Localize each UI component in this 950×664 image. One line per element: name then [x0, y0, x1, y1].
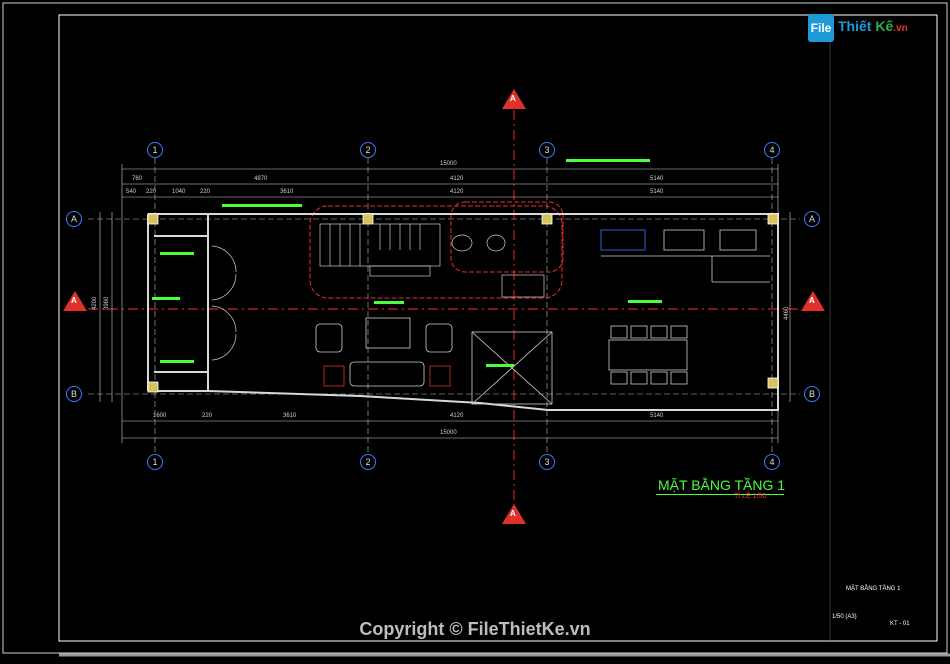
kitchen-counter	[600, 229, 770, 283]
wc-fixtures	[451, 234, 545, 298]
staircase	[319, 223, 441, 277]
grid-bubble-top-2: 2	[360, 142, 376, 158]
dim-left-0: 4200	[92, 296, 98, 310]
section-marker-left: A	[63, 291, 87, 311]
titleblock-scale: 1/50 (A3)	[832, 614, 857, 620]
plan-title: MẶT BẰNG TẦNG 1	[658, 477, 786, 493]
dining-set	[608, 325, 688, 385]
room-labels	[152, 159, 662, 367]
dim-top-row2-6: 5140	[650, 189, 664, 195]
sheet-frame-inner	[58, 14, 938, 642]
building-walls	[147, 213, 779, 411]
light-well	[471, 331, 553, 405]
grid-bubble-bottom-1: 1	[147, 454, 163, 470]
columns	[147, 213, 779, 393]
dim-top-total: 15000	[440, 161, 457, 167]
dim-bottom-row1-1: 220	[202, 413, 213, 419]
dim-bottom-row1-3: 4120	[450, 413, 464, 419]
grid-bubble-right-B: B	[804, 386, 820, 402]
dim-right: 4460	[784, 306, 790, 320]
titleblock-name: MẶT BẰNG TẦNG 1	[846, 586, 901, 592]
logo-tld: .vn	[893, 23, 908, 34]
dim-bottom-row1-4: 5140	[650, 413, 664, 419]
dim-top-row1-1: 4120	[450, 176, 464, 182]
living-room-furniture	[315, 317, 453, 387]
dim-bottom-total: 15000	[440, 430, 457, 436]
copyright-watermark: Copyright © FileThietKe.vn	[359, 619, 591, 639]
plan-scale: TỈ LỆ 1/50	[734, 493, 767, 500]
dim-top-row1-left: 760	[132, 176, 143, 182]
dim-top-row2-0: 540	[126, 189, 137, 195]
revision-cloud-stair	[309, 205, 563, 299]
dim-top-row2-1: 220	[146, 189, 157, 195]
section-marker-top: A	[502, 89, 526, 109]
logo-mark: File	[808, 14, 834, 42]
grid-bubble-bottom-2: 2	[360, 454, 376, 470]
dim-top-row2-2: 1040	[172, 189, 186, 195]
grid-bubble-left-A: A	[66, 211, 82, 227]
dim-top-row2-5: 4120	[450, 189, 464, 195]
dim-top-row2-4: 3610	[280, 189, 294, 195]
dimension-lines	[99, 164, 791, 443]
front-doors	[211, 245, 237, 361]
grid-axes	[88, 158, 800, 455]
dim-bottom-row1-2: 3610	[283, 413, 297, 419]
dim-top-row2-3: 220	[200, 189, 211, 195]
grid-bubble-top-4: 4	[764, 142, 780, 158]
revision-cloud-wc	[450, 201, 564, 273]
dim-top-row1-2: 5140	[650, 176, 664, 182]
grid-bubble-right-A: A	[804, 211, 820, 227]
titleblock-sheet: KT - 01	[890, 621, 910, 627]
logo-name-1: Thiết	[838, 18, 872, 34]
logo-name-2: Kế	[875, 18, 894, 34]
sheet-frame-outer	[2, 2, 948, 654]
dim-left-1: 3960	[104, 296, 110, 310]
grid-bubble-top-3: 3	[539, 142, 555, 158]
grid-bubble-top-1: 1	[147, 142, 163, 158]
logo: File Thiết Kế.vn	[808, 10, 930, 46]
section-marker-right: A	[801, 291, 825, 311]
grid-bubble-bottom-4: 4	[764, 454, 780, 470]
section-marker-bottom: A	[502, 504, 526, 524]
grid-bubble-bottom-3: 3	[539, 454, 555, 470]
dim-top-row1-0: 4870	[254, 176, 268, 182]
dim-bottom-row1-0: 1600	[153, 413, 167, 419]
grid-bubble-left-B: B	[66, 386, 82, 402]
plan-title-underline	[656, 494, 784, 495]
